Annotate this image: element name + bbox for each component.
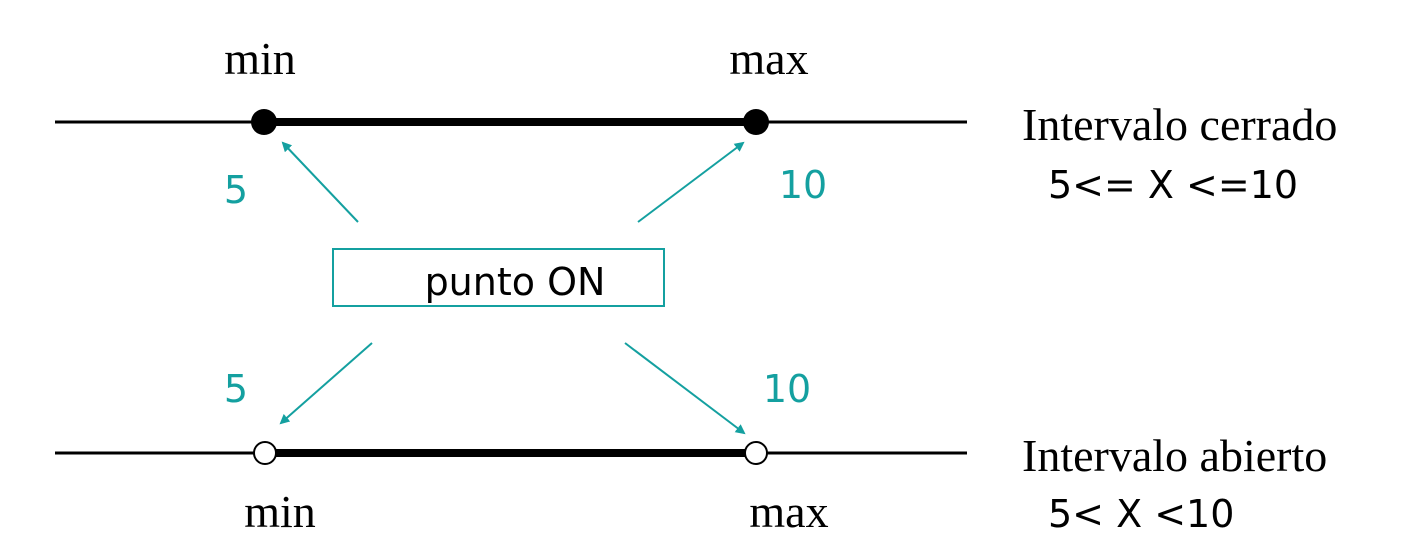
open-max-label: max	[749, 486, 828, 537]
open-interval-title: Intervalo abierto	[1022, 430, 1327, 481]
open-min-label: min	[244, 486, 316, 537]
on-point-box	[332, 248, 665, 307]
open-max-endpoint	[744, 441, 768, 465]
arrow-to-open-min	[279, 342, 373, 425]
arrow-to-open-max	[624, 342, 746, 435]
closed-max-endpoint	[743, 109, 769, 135]
arrow-to-closed-max	[637, 141, 745, 223]
closed-max-label: max	[729, 33, 808, 84]
open-interval-group: 5 10 min max Intervalo abierto 5< X <10	[55, 367, 1327, 537]
closed-max-value: 10	[779, 163, 827, 207]
on-point-callout: punto ON	[279, 141, 746, 435]
arrow-to-closed-min	[281, 141, 359, 223]
open-interval-expression: 5< X <10	[1048, 492, 1234, 536]
closed-min-value: 5	[224, 168, 248, 212]
open-min-value: 5	[224, 367, 248, 411]
on-point-label: punto ON	[425, 260, 606, 304]
closed-interval-group: min max 5 10 Intervalo cerrado 5<= X <=1…	[55, 33, 1337, 212]
closed-min-label: min	[224, 33, 296, 84]
open-min-endpoint	[253, 441, 277, 465]
closed-interval-title: Intervalo cerrado	[1022, 99, 1337, 150]
closed-interval-expression: 5<= X <=10	[1048, 163, 1298, 207]
open-max-value: 10	[763, 367, 811, 411]
closed-min-endpoint	[251, 109, 277, 135]
